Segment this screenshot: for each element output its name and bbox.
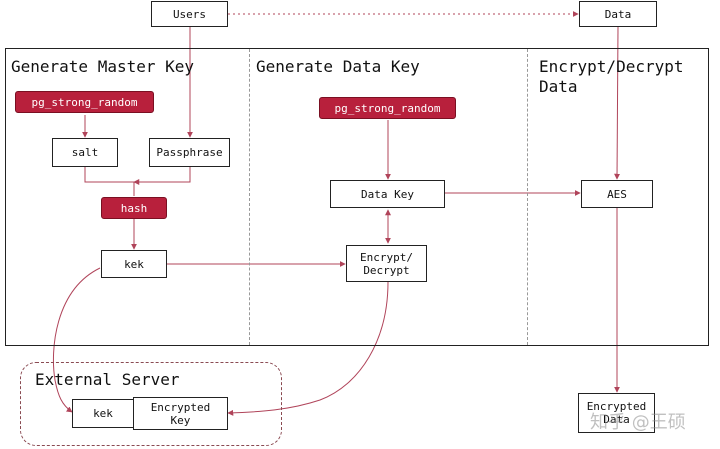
- node-users: Users: [151, 1, 228, 27]
- node-data: Data: [579, 1, 657, 27]
- node-aes: AES: [581, 180, 653, 208]
- divider-left: [249, 49, 250, 345]
- node-kek: kek: [101, 250, 167, 278]
- node-pg-strong-random-2: pg_strong_random: [319, 97, 456, 119]
- section-title-master-key: Generate Master Key: [11, 57, 195, 76]
- divider-right: [527, 49, 528, 345]
- watermark: 知乎 @王硕: [590, 412, 686, 433]
- node-hash: hash: [101, 197, 167, 219]
- line-passphrase-to-hash: [133, 167, 191, 185]
- arrow-kek-to-external-kek: [52, 267, 101, 413]
- arrow-data-to-aes: [614, 26, 621, 180]
- arrow-encrypt-to-encrypted-key: [227, 281, 389, 416]
- external-server-region: [20, 362, 282, 446]
- node-data-key: Data Key: [330, 180, 445, 208]
- section-title-external-server: External Server: [35, 370, 180, 389]
- section-title-encrypt-data: Encrypt/Decrypt Data: [539, 57, 684, 96]
- node-external-kek: kek: [72, 399, 134, 428]
- node-pg-strong-random-1: pg_strong_random: [15, 91, 154, 113]
- main-region: [5, 48, 709, 346]
- node-salt: salt: [52, 138, 118, 167]
- node-encrypt-decrypt: Encrypt/ Decrypt: [346, 245, 427, 282]
- node-passphrase: Passphrase: [149, 138, 230, 167]
- line-salt-to-hash: [84, 167, 135, 196]
- node-encrypted-data: Encrypted Data: [578, 393, 655, 433]
- node-encrypted-key: Encrypted Key: [133, 397, 228, 430]
- section-title-data-key: Generate Data Key: [256, 57, 420, 76]
